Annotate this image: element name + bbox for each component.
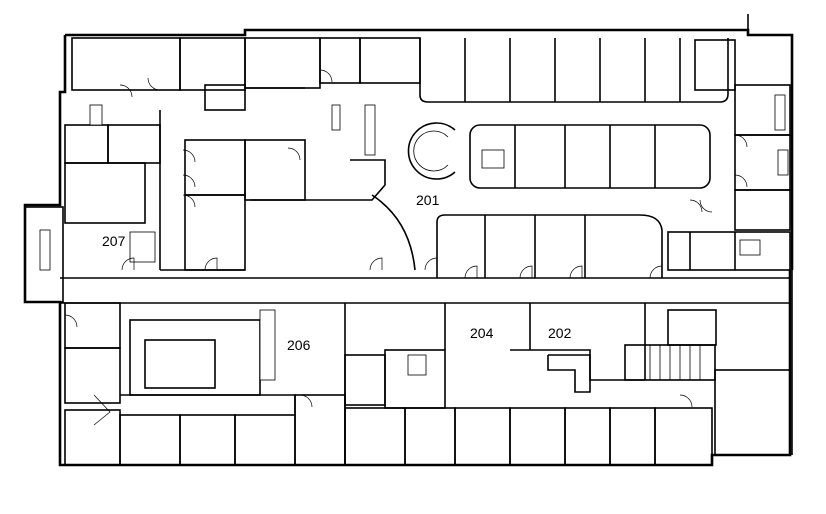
main-corridor bbox=[60, 277, 790, 304]
south-201-rooms bbox=[436, 214, 791, 278]
door-swings bbox=[64, 69, 748, 426]
room-label-204: 204 bbox=[470, 325, 494, 341]
room-label-202: 202 bbox=[548, 325, 572, 341]
north-west-rooms bbox=[64, 37, 421, 271]
central-block bbox=[250, 38, 729, 271]
room-label-201: 201 bbox=[416, 192, 440, 208]
room-label-206: 206 bbox=[287, 337, 311, 353]
room-label-207: 207 bbox=[102, 233, 126, 249]
south-rooms bbox=[64, 302, 791, 466]
stairs bbox=[649, 344, 716, 381]
east-rooms bbox=[694, 39, 791, 231]
